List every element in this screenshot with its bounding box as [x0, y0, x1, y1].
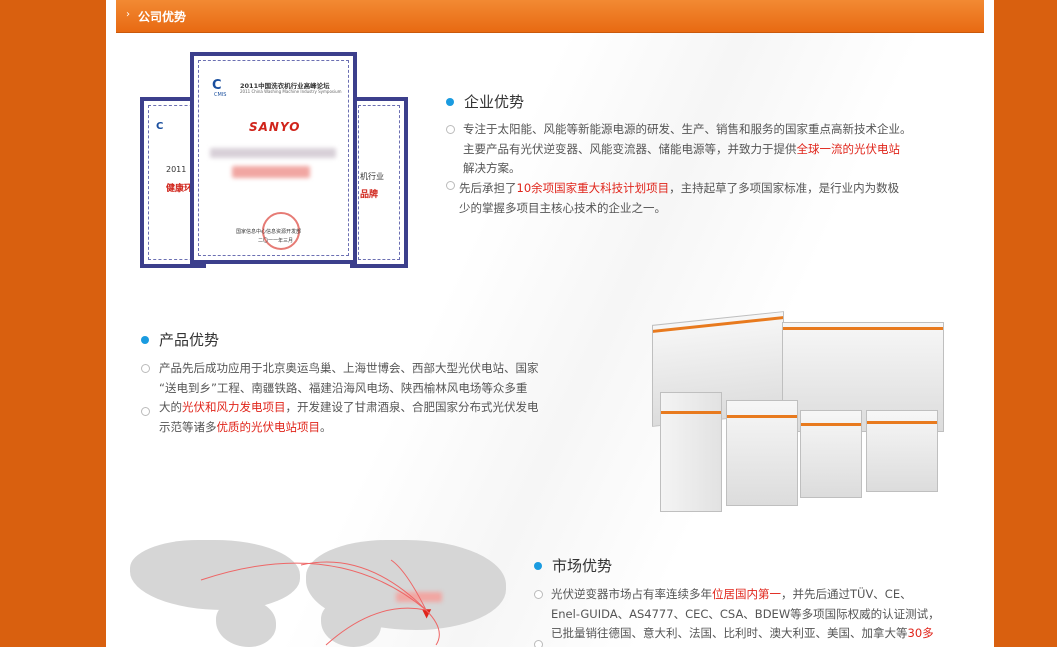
cert-forum-title: 2011中国洗衣机行业高峰论坛 [240, 82, 330, 90]
cmis-logo-icon: C [156, 121, 164, 132]
market-advantage-title: 市场优势 [534, 556, 612, 576]
cert-date: 二〇一一年三月 [258, 238, 294, 244]
cmis-label: CMIS [214, 92, 227, 98]
cert-left-red-text: 健康环 [166, 184, 194, 194]
cabinet-front-4 [866, 410, 938, 492]
cert-right-red-text: 品牌 [360, 190, 379, 200]
enterprise-advantage-title-text: 企业优势 [464, 93, 525, 111]
cert-left-year: 2011 [166, 165, 187, 174]
cert-issuer: 国家信息中心信息资源开发部 [236, 229, 302, 235]
circle-bullet-icon [446, 181, 455, 190]
market-advantage-para: 光伏逆变器市场占有率连续多年位居国内第一，并先后通过TÜV、CE、 Enel-G… [551, 587, 940, 640]
cabinet-front-1 [660, 392, 722, 512]
cert-blurred-award [232, 166, 310, 178]
cabinet-front-3 [800, 410, 862, 498]
circle-bullet-icon [534, 640, 543, 647]
cabinet-front-2 [726, 400, 798, 506]
advantages-panel: › 公司优势 C 2011 健康环 机行业 品牌 C CMIS 2011中国洗衣… [106, 0, 994, 647]
cert-blurred-line [210, 148, 336, 158]
product-advantage-para: 产品先后成功应用于北京奥运鸟巢、上海世博会、西部大型光伏电站、国家 “送电到乡”… [159, 361, 539, 434]
circle-bullet-icon [141, 407, 150, 416]
product-advantage-title-text: 产品优势 [159, 331, 220, 349]
map-africa [321, 600, 381, 647]
bullet-dot-icon [446, 97, 454, 106]
enterprise-advantage-para2: 先后承担了10余项国家重大科技计划项目，主持起草了多项国家标准，是行业内为数极 … [459, 181, 900, 215]
circle-bullet-icon [534, 590, 543, 599]
market-advantage-title-text: 市场优势 [552, 557, 613, 575]
cmis-logo-icon: C [212, 78, 222, 93]
product-advantage-title: 产品优势 [141, 330, 219, 350]
enterprise-advantage-title: 企业优势 [446, 92, 524, 112]
section-header: › 公司优势 [116, 0, 984, 33]
certificate-right: 机行业 品牌 [350, 97, 408, 268]
bullet-dot-icon [141, 335, 149, 344]
export-routes-lines [200, 559, 440, 646]
circle-bullet-icon [446, 125, 455, 134]
official-seal-icon [262, 212, 300, 250]
map-south-america [216, 600, 276, 647]
section-header-title: 公司优势 [138, 10, 187, 24]
map-location-pin-icon: ▼ [422, 606, 432, 620]
chevron-right-icon: › [126, 9, 130, 20]
enterprise-advantage-para1: 专注于太阳能、风能等新能源电源的研发、生产、销售和服务的国家重点高新技术企业。 … [463, 122, 912, 175]
map-north-america [130, 540, 300, 610]
cert-right-text: 机行业 [360, 172, 384, 181]
cert-forum-subtitle: 2011 China Washing Machine Industry Symp… [240, 89, 342, 94]
cert-brand: SANYO [249, 120, 301, 134]
bullet-dot-icon [534, 561, 542, 570]
certificate-main: C CMIS 2011中国洗衣机行业高峰论坛 2011 China Washin… [190, 52, 357, 264]
circle-bullet-icon [141, 364, 150, 373]
